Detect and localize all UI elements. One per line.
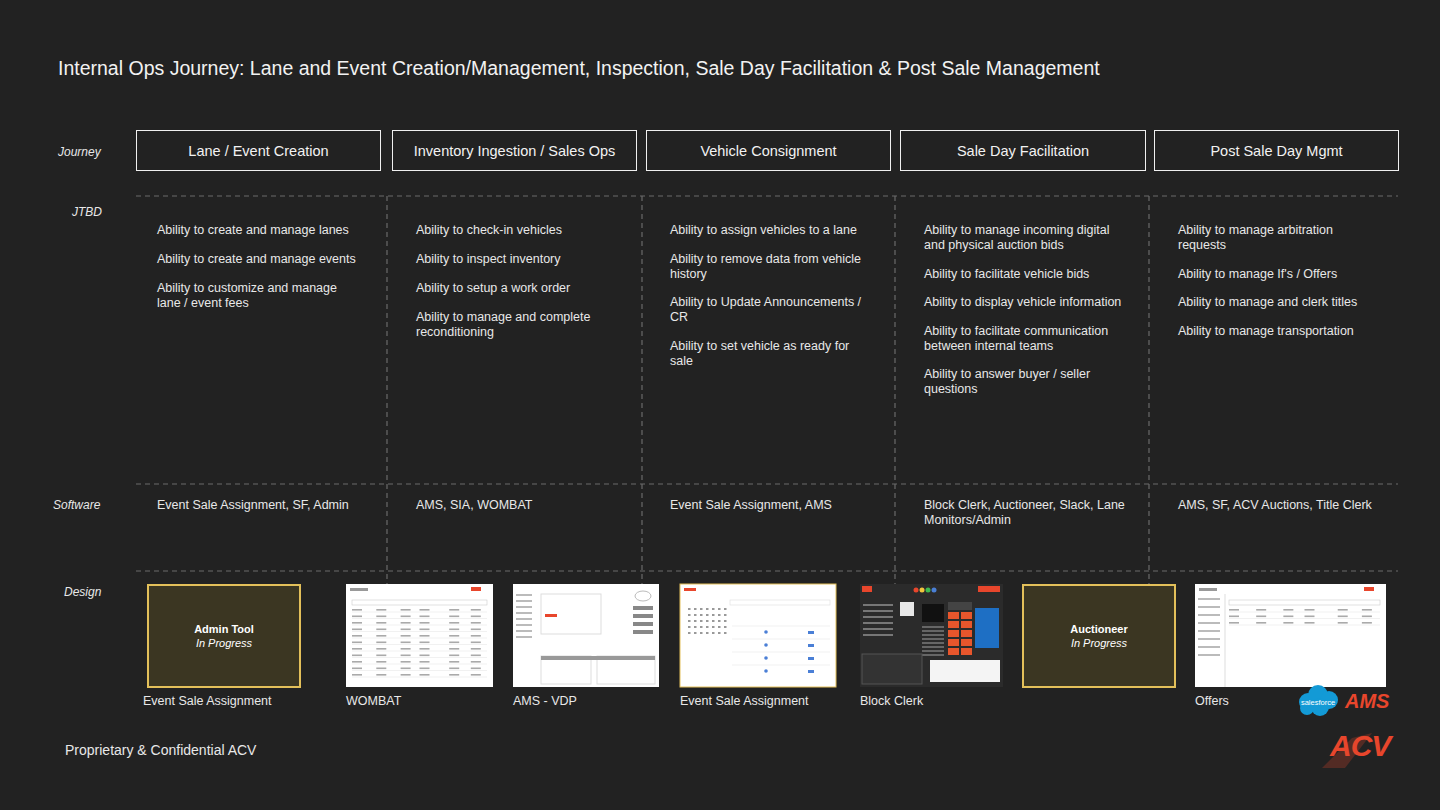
box-heading: Admin Tool — [194, 622, 254, 636]
grid-line — [136, 483, 1398, 484]
job-to-be-done: Ability to manage and clerk titles — [1178, 295, 1393, 310]
diagram-title: Internal Ops Journey: Lane and Event Cre… — [58, 57, 1100, 80]
ams-logo: AMS — [1345, 690, 1389, 712]
job-to-be-done: Ability to set vehicle as ready for sale — [670, 339, 860, 369]
job-to-be-done: Ability to Update Announcements / CR — [670, 295, 870, 325]
journey-stage-box: Lane / Event Creation — [136, 130, 381, 171]
job-to-be-done: Ability to assign vehicles to a lane — [670, 223, 885, 238]
job-to-be-done: Ability to inspect inventory — [416, 252, 631, 267]
in-progress-design-box: AuctioneerIn Progress — [1022, 584, 1176, 688]
box-heading: Vehicle Consignment — [700, 144, 836, 158]
box-heading: Inventory Ingestion / Sales Ops — [414, 144, 616, 158]
box-status: In Progress — [1071, 636, 1127, 650]
footer-note: Proprietary & Confidential ACV — [65, 743, 256, 758]
job-to-be-done: Ability to create and manage lanes — [157, 223, 372, 238]
screenshot-thumbnail — [680, 584, 836, 687]
journey-stage-box: Inventory Ingestion / Sales Ops — [392, 130, 637, 171]
job-to-be-done: Ability to create and manage events — [157, 252, 372, 267]
job-to-be-done: Ability to manage and complete reconditi… — [416, 310, 606, 340]
salesforce-logo-cloud — [1299, 685, 1338, 716]
salesforce-logo: salesforce — [1300, 698, 1336, 707]
job-to-be-done: Ability to manage incoming digital and p… — [924, 223, 1124, 253]
job-to-be-done: Ability to facilitate communication betw… — [924, 324, 1124, 354]
job-to-be-done: Ability to setup a work order — [416, 281, 631, 296]
in-progress-design-box: Admin ToolIn Progress — [147, 584, 301, 688]
journey-stage-box: Post Sale Day Mgmt — [1154, 130, 1399, 171]
row-heading: Design — [64, 585, 101, 600]
grid-line — [136, 570, 1398, 571]
job-to-be-done: Ability to manage arbitration requests — [1178, 223, 1368, 253]
box-status: In Progress — [196, 636, 252, 650]
screenshot-thumbnail — [513, 584, 659, 687]
job-to-be-done: Ability to facilitate vehicle bids — [924, 267, 1139, 282]
software-list: Event Sale Assignment, AMS — [670, 498, 885, 513]
journey-stage-box: Vehicle Consignment — [646, 130, 891, 171]
screenshot-thumbnail — [860, 584, 1003, 687]
box-heading: Lane / Event Creation — [188, 144, 328, 158]
job-to-be-done: Ability to display vehicle information — [924, 295, 1139, 310]
job-to-be-done: Ability to manage transportation — [1178, 324, 1393, 339]
box-heading: Sale Day Facilitation — [957, 144, 1089, 158]
grid-line — [136, 195, 1398, 196]
row-heading: Software — [53, 498, 100, 513]
acv-logo: ACV — [1330, 730, 1390, 762]
design-caption: Event Sale Assignment — [143, 694, 272, 709]
screenshot-thumbnail — [346, 584, 493, 687]
box-heading: Auctioneer — [1070, 622, 1127, 636]
design-caption: Offers — [1195, 694, 1229, 709]
box-heading: Post Sale Day Mgmt — [1210, 144, 1342, 158]
design-caption: Event Sale Assignment — [680, 694, 809, 709]
software-list: Event Sale Assignment, SF, Admin — [157, 498, 372, 513]
job-to-be-done: Ability to manage If's / Offers — [1178, 267, 1393, 282]
design-caption: WOMBAT — [346, 694, 401, 709]
software-list: Block Clerk, Auctioneer, Slack, Lane Mon… — [924, 498, 1129, 528]
job-to-be-done: Ability to answer buyer / seller questio… — [924, 367, 1114, 397]
job-to-be-done: Ability to remove data from vehicle hist… — [670, 252, 870, 282]
design-caption: Block Clerk — [860, 694, 923, 709]
job-to-be-done: Ability to check-in vehicles — [416, 223, 631, 238]
journey-stage-box: Sale Day Facilitation — [900, 130, 1146, 171]
design-caption: AMS - VDP — [513, 694, 577, 709]
job-to-be-done: Ability to customize and manage lane / e… — [157, 281, 347, 311]
row-heading: Journey — [58, 145, 101, 160]
software-list: AMS, SF, ACV Auctions, Title Clerk — [1178, 498, 1393, 513]
screenshot-thumbnail — [1195, 584, 1386, 687]
row-heading: JTBD — [72, 205, 102, 220]
software-list: AMS, SIA, WOMBAT — [416, 498, 631, 513]
